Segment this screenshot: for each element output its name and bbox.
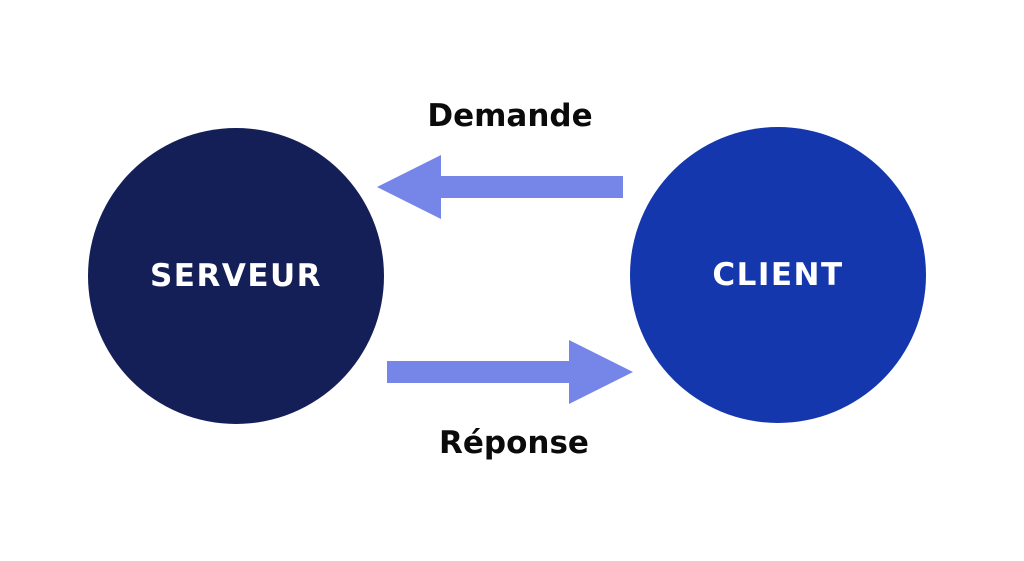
server-node-label: SERVEUR [149, 258, 323, 294]
client-node: CLIENT [630, 127, 926, 423]
demande-arrow-label: Demande [427, 98, 593, 134]
reponse-arrow-label: Réponse [439, 425, 589, 461]
left-arrow-icon [377, 155, 623, 219]
server-node: SERVEUR [88, 128, 384, 424]
client-node-label: CLIENT [712, 257, 844, 293]
right-arrow-icon [387, 340, 633, 404]
